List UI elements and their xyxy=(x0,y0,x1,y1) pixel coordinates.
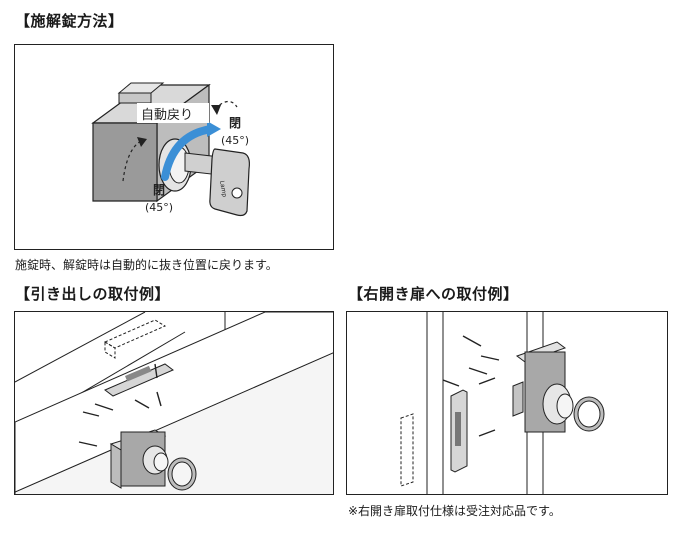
drawer-mount-illustration xyxy=(14,311,334,495)
section-title-operation: 【施解錠方法】 xyxy=(15,12,124,30)
label-close: 閉 xyxy=(229,116,241,130)
label-open: 閉 xyxy=(153,183,165,197)
label-close-angle: (45°) xyxy=(221,134,249,147)
operation-caption: 施錠時、解錠時は自動的に抜き位置に戻ります。 xyxy=(15,258,278,272)
section-title-door: 【右開き扉への取付例】 xyxy=(348,285,519,303)
section-title-drawer: 【引き出しの取付例】 xyxy=(15,285,171,303)
door-mount-illustration xyxy=(346,311,668,495)
door-note: ※右開き扉取付仕様は受注対応品です。 xyxy=(348,504,561,518)
label-auto-return: 自動戻り xyxy=(141,108,193,123)
drawer-diagram xyxy=(15,312,333,494)
operation-illustration: Lamp 自動戻り 閉 (45°) 閉 (45°) xyxy=(14,44,334,250)
label-open-angle: (45°) xyxy=(145,201,173,214)
door-diagram xyxy=(400,312,605,494)
lock-key-diagram: Lamp 自動戻り 閉 (45°) 閉 (45°) xyxy=(91,82,250,217)
key-brand-text: Lamp xyxy=(218,180,228,198)
